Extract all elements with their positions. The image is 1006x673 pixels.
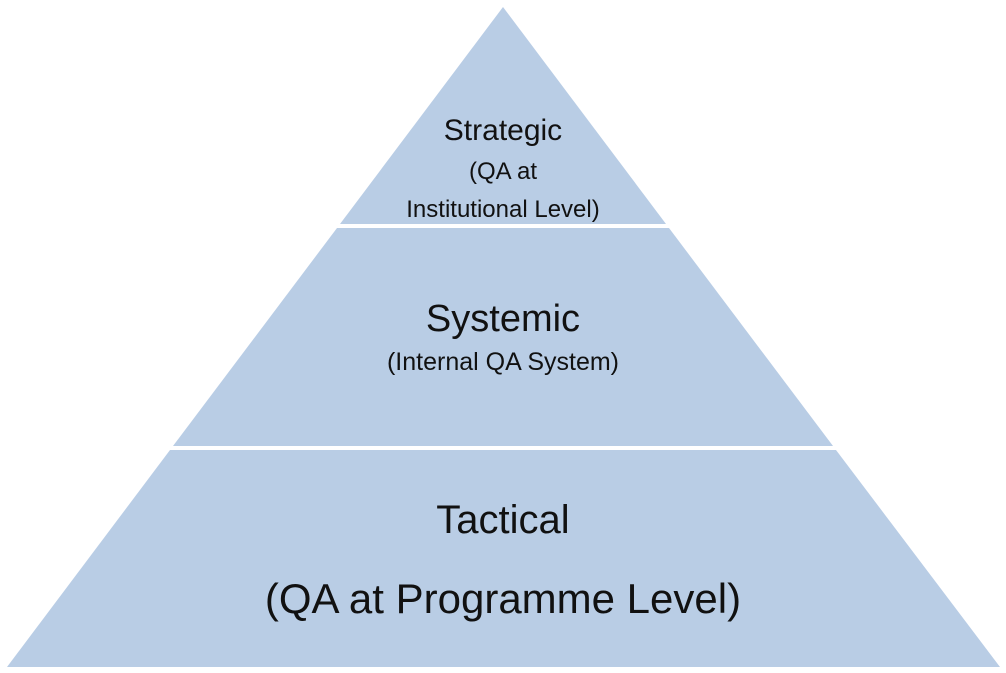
strategic-subtitle-line2: Institutional Level) <box>406 196 600 223</box>
pyramid-tier-systemic <box>173 228 833 446</box>
strategic-title: Strategic <box>443 114 563 147</box>
pyramid-tier-tactical <box>7 450 1000 667</box>
tactical-subtitle: (QA at Programme Level) <box>264 575 742 622</box>
strategic-subtitle-line1: (QA at <box>468 158 538 185</box>
systemic-subtitle: (Internal QA System) <box>386 348 620 376</box>
pyramid-tier-strategic <box>340 7 666 224</box>
tactical-title: Tactical <box>436 498 570 542</box>
systemic-title: Systemic <box>425 298 581 340</box>
